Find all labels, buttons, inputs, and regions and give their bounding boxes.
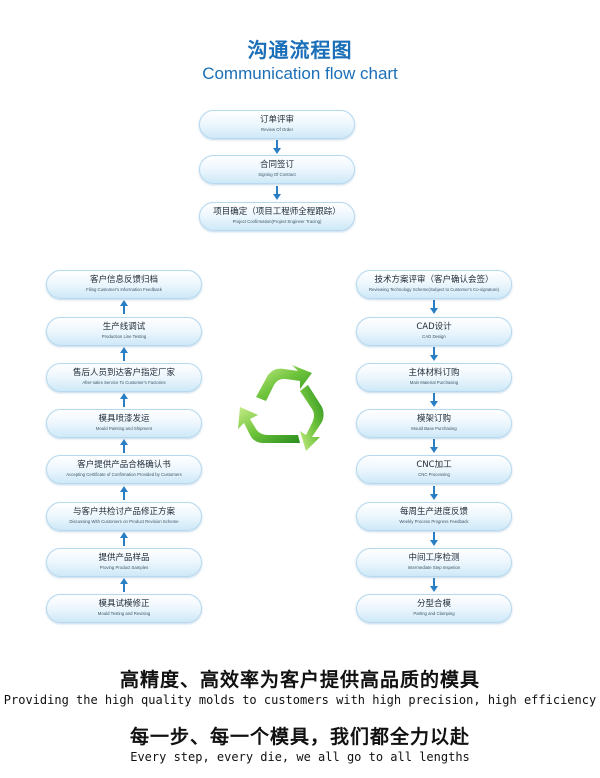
right-step-6: 每周生产进度反馈 Weekly Process Progress Feedbac… (356, 502, 512, 531)
step-label-en: Mould Base Purchasing (411, 426, 457, 431)
top-step-2: 合同签订 Signing Of Contract (199, 155, 355, 184)
top-step-1: 订单评审 Review Of Order (199, 110, 355, 139)
step-label-en: CNC Processing (418, 472, 450, 477)
step-label-en: Review Of Order (261, 127, 293, 132)
right-step-2: CAD设计 CAD Design (356, 317, 512, 346)
left-step-3: 售后人员到达客户指定厂家 After-sales Service To Cust… (46, 363, 202, 392)
step-label-en: Mould Testing and Revising (97, 611, 151, 616)
up-arrow-icon (120, 532, 128, 546)
step-label-cn: 模具喷漆发运 (98, 414, 150, 424)
left-step-5: 客户提供产品合格确认书 Accepting Certificate of Con… (46, 455, 202, 484)
step-label-cn: CAD设计 (416, 322, 452, 332)
right-step-5: CNC加工 CNC Processing (356, 455, 512, 484)
down-arrow-icon (430, 300, 438, 314)
up-arrow-icon (120, 439, 128, 453)
step-label-en: After-sales Service To Customer's Factor… (82, 380, 166, 385)
page-title-cn: 沟通流程图 (247, 38, 353, 62)
step-label-cn: 项目确定（项目工程师全程跟踪） (213, 207, 341, 217)
step-label-en: CAD Design (422, 334, 446, 339)
slogan-cn-2: 每一步、每一个模具，我们都全力以赴 (129, 726, 470, 748)
slogan-en-2: Every step, every die, we all go to all … (130, 750, 470, 764)
slogan-en-1: Providing the high quality molds to cust… (3, 693, 597, 707)
right-step-4: 模架订购 Mould Base Purchasing (356, 409, 512, 438)
step-label-en: Weekly Process Progress Feedback (399, 519, 469, 524)
step-label-en: Parting and Clamping (413, 611, 455, 616)
recycle-arrows-icon (238, 365, 324, 451)
step-label-cn: 售后人员到达客户指定厂家 (72, 368, 175, 378)
down-arrow-icon (273, 140, 281, 154)
left-step-8: 模具试模修正 Mould Testing and Revising (46, 594, 202, 623)
step-label-en: Main Material Purchasing (409, 380, 459, 385)
step-label-cn: 合同签订 (259, 160, 294, 170)
right-step-8: 分型合模 Parting and Clamping (356, 594, 512, 623)
right-step-3: 主体材料订购 Main Material Purchasing (356, 363, 512, 392)
step-label-cn: 主体材料订购 (408, 368, 460, 378)
step-label-en: Intermediate Step Inspetion (407, 565, 461, 570)
down-arrow-icon (430, 532, 438, 546)
left-step-1: 客户信息反馈归档 Filing Customer's Information F… (46, 270, 202, 299)
step-label-en: Filing Customer's Information Feedback (86, 287, 162, 292)
down-arrow-icon (430, 439, 438, 453)
left-step-2: 生产线调试 Production Line Testing (46, 317, 202, 346)
up-arrow-icon (120, 578, 128, 592)
page-title-en: Communication flow chart (202, 64, 398, 83)
up-arrow-icon (120, 393, 128, 407)
step-label-cn: CNC加工 (416, 460, 452, 470)
left-step-4: 模具喷漆发运 Mould Painting and Shipment (46, 409, 202, 438)
step-label-en: Reviewing Technology Scheme(Subject to C… (368, 287, 500, 292)
slogan-cn-1: 高精度、高效率为客户提供高品质的模具 (119, 669, 480, 691)
step-label-cn: 每周生产进度反馈 (399, 507, 468, 517)
step-label-cn: 模具试模修正 (98, 599, 150, 609)
step-label-en: Mould Painting and Shipment (95, 426, 153, 431)
down-arrow-icon (273, 186, 281, 200)
down-arrow-icon (430, 393, 438, 407)
step-label-en: Proving Product Samples (99, 565, 149, 570)
step-label-cn: 模架订购 (416, 414, 451, 424)
up-arrow-icon (120, 347, 128, 361)
step-label-en: Signing Of Contract (258, 172, 296, 177)
step-label-en: Production Line Testing (101, 334, 147, 339)
down-arrow-icon (430, 486, 438, 500)
step-label-cn: 生产线调试 (102, 322, 146, 332)
step-label-cn: 分型合模 (416, 599, 451, 609)
step-label-en: Discussing With Customers on Product Rev… (69, 519, 179, 524)
step-label-cn: 提供产品样品 (98, 553, 150, 563)
right-step-1: 技术方案评审（客户确认会签） Reviewing Technology Sche… (356, 270, 512, 299)
left-step-6: 与客户共检讨产品修正方案 Discussing With Customers o… (46, 502, 202, 531)
step-label-cn: 客户信息反馈归档 (89, 275, 158, 285)
step-label-cn: 订单评审 (259, 115, 294, 125)
down-arrow-icon (430, 578, 438, 592)
step-label-en: Project Confirmation(Project Engineer Tr… (232, 219, 322, 224)
right-step-7: 中间工序检测 Intermediate Step Inspetion (356, 548, 512, 577)
left-step-7: 提供产品样品 Proving Product Samples (46, 548, 202, 577)
down-arrow-icon (430, 347, 438, 361)
up-arrow-icon (120, 300, 128, 314)
top-step-3: 项目确定（项目工程师全程跟踪） Project Confirmation(Pro… (199, 202, 355, 231)
up-arrow-icon (120, 486, 128, 500)
step-label-cn: 与客户共检讨产品修正方案 (72, 507, 175, 517)
step-label-cn: 客户提供产品合格确认书 (77, 460, 171, 470)
step-label-cn: 技术方案评审（客户确认会签） (374, 275, 494, 285)
step-label-cn: 中间工序检测 (408, 553, 460, 563)
step-label-en: Accepting Certificate of Confirmation Pr… (66, 472, 182, 477)
